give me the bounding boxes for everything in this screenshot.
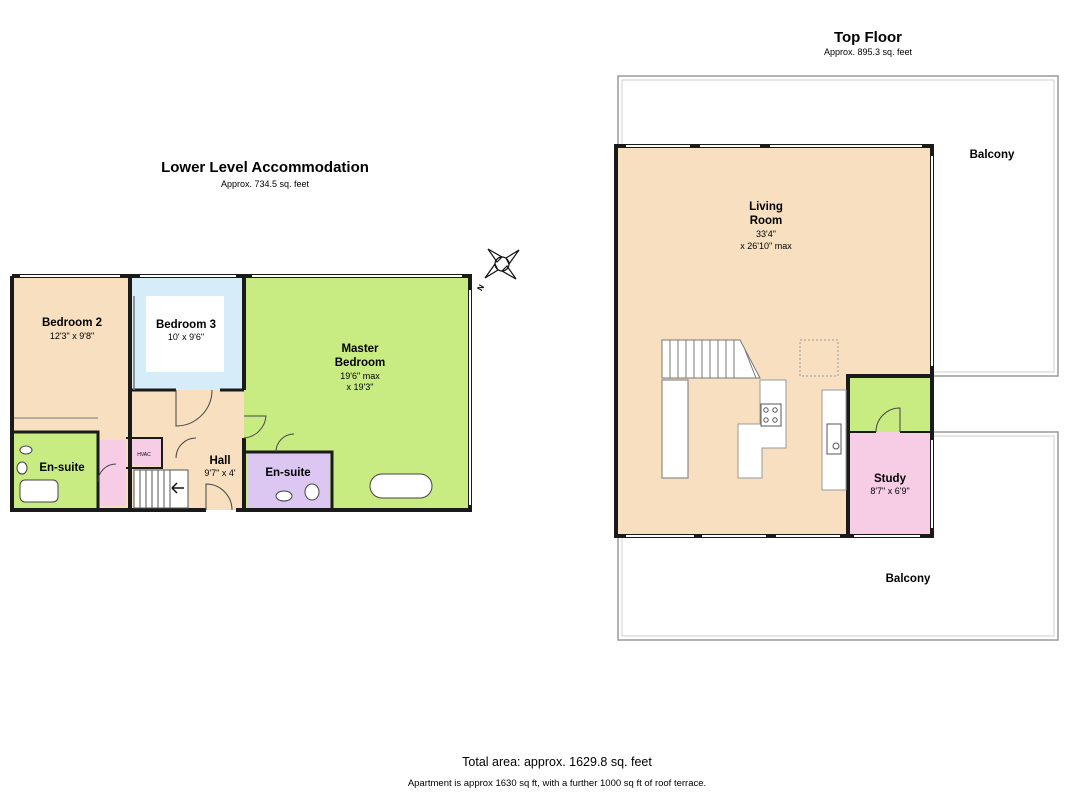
balcony-top-label: Balcony (970, 149, 1015, 161)
bathtub-icon (19, 479, 59, 503)
hvac-label: HVAC (137, 452, 151, 458)
ensuite-left-closet (98, 440, 126, 506)
lower-stairs (133, 469, 189, 509)
bedroom-3-wardrobe (146, 296, 224, 372)
lower-level-title: Lower Level Accommodation (161, 159, 369, 176)
arrow-left-icon (171, 482, 184, 494)
hob-icon (760, 403, 782, 427)
top-floor-plan (614, 75, 1059, 641)
tap-icon (832, 442, 840, 450)
study-wall (846, 374, 932, 536)
master-bedroom-label: Master (341, 343, 379, 355)
master-bedroom-dims-2: x 19'3" (347, 382, 374, 392)
balcony-bottom-label: Balcony (886, 573, 931, 585)
kitchen-sink-icon (826, 423, 842, 455)
ensuite-right-label: En-suite (265, 467, 310, 479)
wall (14, 430, 100, 510)
living-room-label-2: Room (750, 215, 783, 227)
lower-level-area: Approx. 734.5 sq. feet (221, 179, 310, 189)
toilet-icon (304, 483, 320, 501)
ensuite-right-area (248, 454, 330, 510)
study-green-area (850, 374, 932, 432)
apartment-note: Apartment is approx 1630 sq ft, with a f… (408, 778, 706, 789)
hall-label: Hall (209, 455, 230, 467)
top-floor-title: Top Floor (834, 29, 902, 46)
top-floor-area: Approx. 895.3 sq. feet (824, 47, 913, 57)
sink-icon (275, 490, 293, 502)
lower-level-plan (10, 248, 520, 512)
wall (126, 437, 163, 469)
sink-icon (19, 445, 33, 455)
door-swings (875, 407, 901, 433)
living-room-dims: 33'4" (756, 229, 776, 239)
master-bedroom-label-2: Bedroom (335, 357, 385, 369)
bedroom-2-dims: 12'3" x 9'8" (50, 331, 94, 341)
study-label: Study (874, 473, 907, 485)
study-area (850, 432, 932, 536)
study-dims: 8'7" x 6'9" (870, 486, 909, 496)
bedroom-3-dims: 10' x 9'6" (168, 332, 204, 342)
living-room-dims-2: x 26'10" max (740, 241, 792, 251)
master-bedroom-dims: 19'6" max (340, 371, 380, 381)
hall-dims: 9'7" x 4' (204, 468, 235, 478)
compass-icon (484, 248, 520, 280)
total-area: Total area: approx. 1629.8 sq. feet (462, 755, 652, 769)
bathtub-icon (369, 473, 433, 499)
living-room-label: Living (749, 201, 783, 213)
hvac-cupboard (128, 438, 162, 466)
bedroom-3-label: Bedroom 3 (156, 319, 216, 331)
ensuite-left-label: En-suite (39, 462, 84, 474)
top-stairs (661, 339, 761, 479)
compass-north-label: N (475, 283, 486, 293)
door-swings (97, 389, 295, 511)
toilet-icon (16, 461, 28, 475)
wall (246, 450, 334, 510)
bedroom-2-label: Bedroom 2 (42, 317, 102, 329)
